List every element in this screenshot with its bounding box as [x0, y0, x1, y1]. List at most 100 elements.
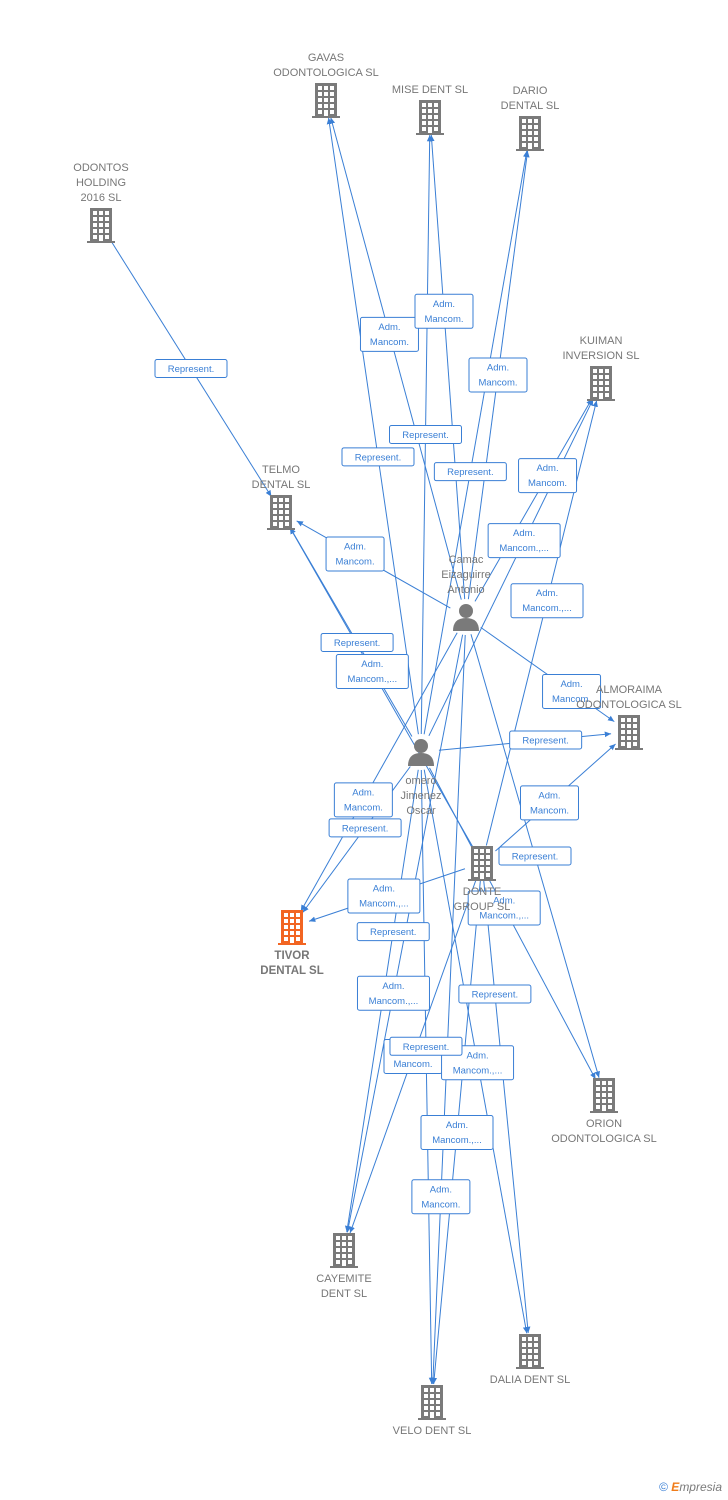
node-label-gavas: ODONTOLOGICA SL: [273, 67, 379, 79]
edge-label-text: Mancom.,...: [499, 543, 549, 554]
edge-label-text: Adm.: [361, 659, 383, 670]
edge-label-text: Represent.: [522, 736, 568, 747]
building-icon[interactable]: [587, 366, 615, 401]
edge-label-text: Adm.: [536, 588, 558, 599]
empresia-logo[interactable]: Empresia: [671, 1480, 722, 1494]
building-icon[interactable]: [416, 100, 444, 135]
edge-label-box: [356, 975, 430, 1011]
node-label-dario: DENTAL SL: [501, 100, 560, 112]
edge-label-camacho-to-kuiman[interactable]: Adm.Mancom.: [518, 458, 578, 494]
building-icon[interactable]: [87, 208, 115, 243]
edge-label-romero-to-velo[interactable]: Represent.: [389, 1036, 463, 1056]
edge-label-box: [411, 1179, 471, 1215]
edge-label-camacho-to-almoraima[interactable]: Adm.Mancom.: [542, 673, 602, 709]
node-dalia[interactable]: DALIA DENT SL: [490, 1334, 571, 1386]
node-label-kuiman: KUIMAN: [580, 335, 623, 347]
edge-label-text: Mancom.: [528, 478, 567, 489]
building-icon[interactable]: [312, 83, 340, 118]
edge-label-box: [414, 293, 474, 329]
edge-label-text: Mancom.,...: [432, 1135, 482, 1146]
edge-label-romero-to-mise[interactable]: Represent.: [389, 425, 462, 444]
edge-camacho-to-tivor: [300, 632, 458, 912]
building-icon[interactable]: [330, 1233, 358, 1268]
edges-layer: [110, 117, 616, 1385]
edge-camacho-to-velo: [430, 634, 466, 1385]
edge-label-text: Mancom.,...: [348, 674, 398, 685]
node-label-telmo: DENTAL SL: [252, 479, 311, 491]
edge-label-romero-to-telmo[interactable]: Represent.: [320, 632, 394, 652]
node-label-dalia: DALIA DENT SL: [490, 1374, 571, 1386]
building-icon[interactable]: [278, 910, 306, 945]
edge-label-box: [341, 447, 415, 467]
node-label-odontos: ODONTOS: [73, 162, 128, 174]
edge-label-box: [328, 818, 402, 838]
edge-label-camacho-to-mise[interactable]: Adm.Mancom.: [414, 293, 474, 329]
edge-label-romero-to-kuiman[interactable]: Adm. Mancom.,...: [487, 523, 561, 559]
edge-label-romero-to-orion[interactable]: Adm.Mancom.,...: [467, 890, 541, 926]
edge-label-camacho-to-velo[interactable]: Adm.Mancom.: [411, 1179, 471, 1215]
person-icon[interactable]: [453, 604, 479, 631]
edge-label-text: Adm.: [538, 790, 560, 801]
edge-label-text: Mancom.: [478, 378, 517, 389]
edge-label-text: Represent.: [168, 364, 214, 375]
edge-romero-to-gavas: [326, 117, 419, 735]
edge-label-camacho-to-orion[interactable]: Represent.: [498, 846, 572, 866]
node-velo[interactable]: VELO DENT SL: [393, 1385, 472, 1437]
edge-label-donte-to-telmo[interactable]: Adm. Mancom.,...: [335, 654, 409, 690]
building-icon[interactable]: [516, 1334, 544, 1369]
node-label-odontos: 2016 SL: [81, 192, 122, 204]
building-icon[interactable]: [590, 1078, 618, 1113]
building-icon[interactable]: [468, 846, 496, 881]
edge-label-text: Mancom.,...: [369, 996, 419, 1007]
edge-label-camacho-to-telmo[interactable]: Adm.Mancom.: [325, 536, 385, 572]
node-label-donte: GROUP SL: [454, 901, 511, 913]
edge-label-camacho-to-gavas[interactable]: Adm.Mancom.: [359, 316, 419, 352]
edge-label-romero-to-tivor[interactable]: Represent.: [328, 818, 402, 838]
building-icon[interactable]: [615, 715, 643, 750]
edge-label-camacho-to-cayemite[interactable]: Adm. Mancom.,...: [356, 975, 430, 1011]
edge-label-donte-to-almoraima[interactable]: Adm.Mancom.: [519, 785, 579, 821]
edge-label-text: Adm.: [433, 299, 455, 310]
building-icon[interactable]: [418, 1385, 446, 1420]
edge-label-text: Mancom.: [552, 694, 591, 705]
edge-label-text: Adm.: [430, 1184, 452, 1195]
edge-label-donte-to-dalia[interactable]: Represent.: [458, 984, 532, 1004]
building-icon[interactable]: [267, 495, 295, 530]
edge-label-text: Adm.: [373, 884, 395, 895]
edge-label-romero-to-dario[interactable]: Represent.: [433, 462, 507, 482]
edge-label-donte-to-kuiman[interactable]: Adm.Mancom.,...: [510, 583, 584, 619]
node-mise[interactable]: MISE DENT SL: [392, 84, 468, 135]
edge-label-donte-to-velo[interactable]: Adm. Mancom.,...: [420, 1115, 494, 1150]
edge-label-romero-to-almoraima[interactable]: Represent.: [509, 730, 583, 750]
edge-label-romero-to-cayemite[interactable]: Represent.: [356, 922, 430, 942]
edge-label-text: Adm.: [446, 1120, 468, 1131]
edge-camacho-to-gavas: [329, 117, 462, 600]
node-dario[interactable]: DARIO DENTAL SL: [501, 85, 560, 151]
edge-donte-to-dalia: [483, 880, 531, 1334]
edge-label-text: Represent.: [512, 852, 558, 863]
edge-label-text: Adm.: [382, 981, 404, 992]
person-icon[interactable]: [408, 739, 434, 766]
edge-label-odontos-to-telmo[interactable]: Represent.: [154, 359, 228, 378]
building-icon[interactable]: [516, 116, 544, 151]
edge-camacho-to-mise: [428, 134, 466, 600]
edge-label-camacho-to-tivor[interactable]: Adm.Mancom.: [333, 782, 393, 818]
edge-label-text: Adm.: [344, 542, 366, 553]
edge-label-camacho-to-dario[interactable]: Adm.Mancom.: [468, 357, 528, 393]
edge-label-text: Adm.: [493, 895, 515, 906]
edge-label-donte-to-tivor[interactable]: Adm.Mancom.,...: [347, 878, 421, 914]
edge-label-text: Adm.: [513, 528, 535, 539]
node-label-dario: DARIO: [513, 85, 548, 97]
edge-label-romero-to-gavas[interactable]: Represent.: [341, 447, 415, 467]
